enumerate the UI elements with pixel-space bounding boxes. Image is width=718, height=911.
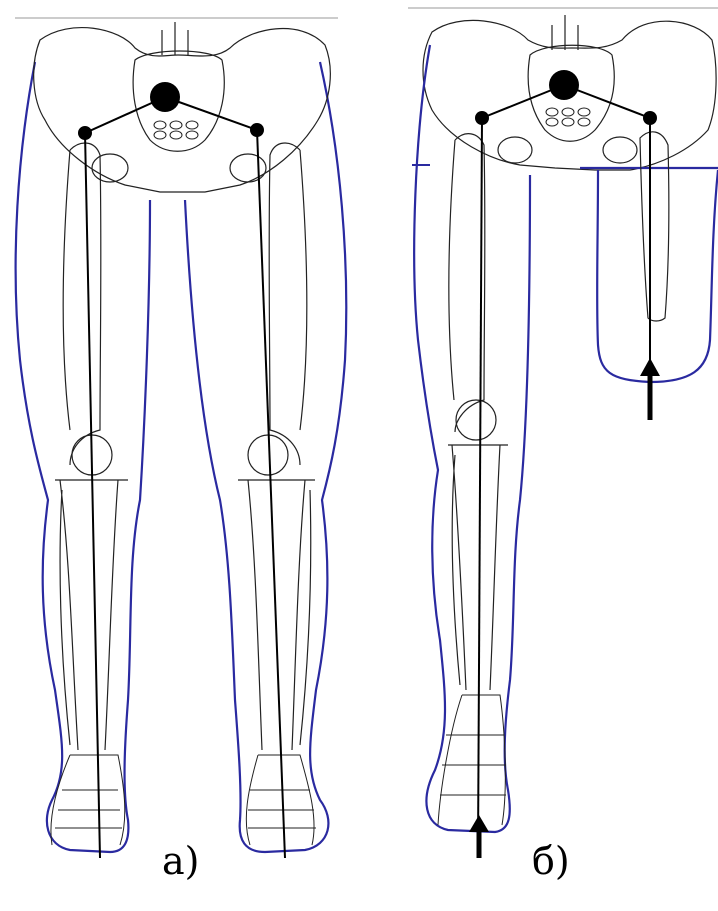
patella-left-b <box>456 400 496 440</box>
femur-left-a <box>63 143 101 465</box>
obturator-left-a <box>92 154 128 182</box>
obturator-right-a <box>230 154 266 182</box>
panel-b <box>408 8 718 858</box>
reaction-arrow-stump-b <box>640 358 660 420</box>
foot-left-b <box>438 695 506 825</box>
tibia-left-a <box>55 480 128 750</box>
reaction-arrow-foot-b <box>469 815 489 858</box>
hip-joint-left-b <box>475 111 489 125</box>
center-of-mass-b <box>549 70 579 100</box>
tibia-left-b <box>448 445 508 690</box>
caption-b: б) <box>532 842 570 880</box>
body-outline-a <box>16 62 347 852</box>
obturator-right-b <box>603 137 637 163</box>
hip-joint-left-a <box>78 126 92 140</box>
sacral-foramina-b <box>546 108 590 126</box>
caption-a: а) <box>162 842 199 880</box>
sacral-foramina-a <box>154 121 198 139</box>
obturator-left-b <box>498 137 532 163</box>
center-of-mass-a <box>150 82 180 112</box>
panel-a <box>15 18 346 858</box>
hip-joint-right-a <box>250 123 264 137</box>
spine-stub-a <box>162 22 188 55</box>
pelvis-a <box>34 28 331 192</box>
femur-right-a <box>269 143 307 465</box>
femur-left-b <box>449 134 485 432</box>
hip-joint-right-b <box>643 111 657 125</box>
